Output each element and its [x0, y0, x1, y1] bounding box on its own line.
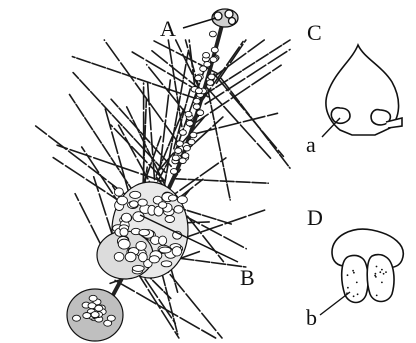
- pollen-sac-right: [367, 255, 394, 302]
- stamen-drawing: [332, 229, 403, 302]
- leader-line-b: [320, 292, 350, 315]
- ovule-left: [331, 108, 350, 124]
- label-D: D: [307, 205, 323, 230]
- label-b: b: [306, 305, 317, 330]
- label-A: A: [160, 16, 176, 41]
- label-B: B: [240, 265, 255, 290]
- leader-line-A: [183, 18, 216, 28]
- label-C: C: [307, 20, 322, 45]
- label-a: a: [306, 132, 316, 157]
